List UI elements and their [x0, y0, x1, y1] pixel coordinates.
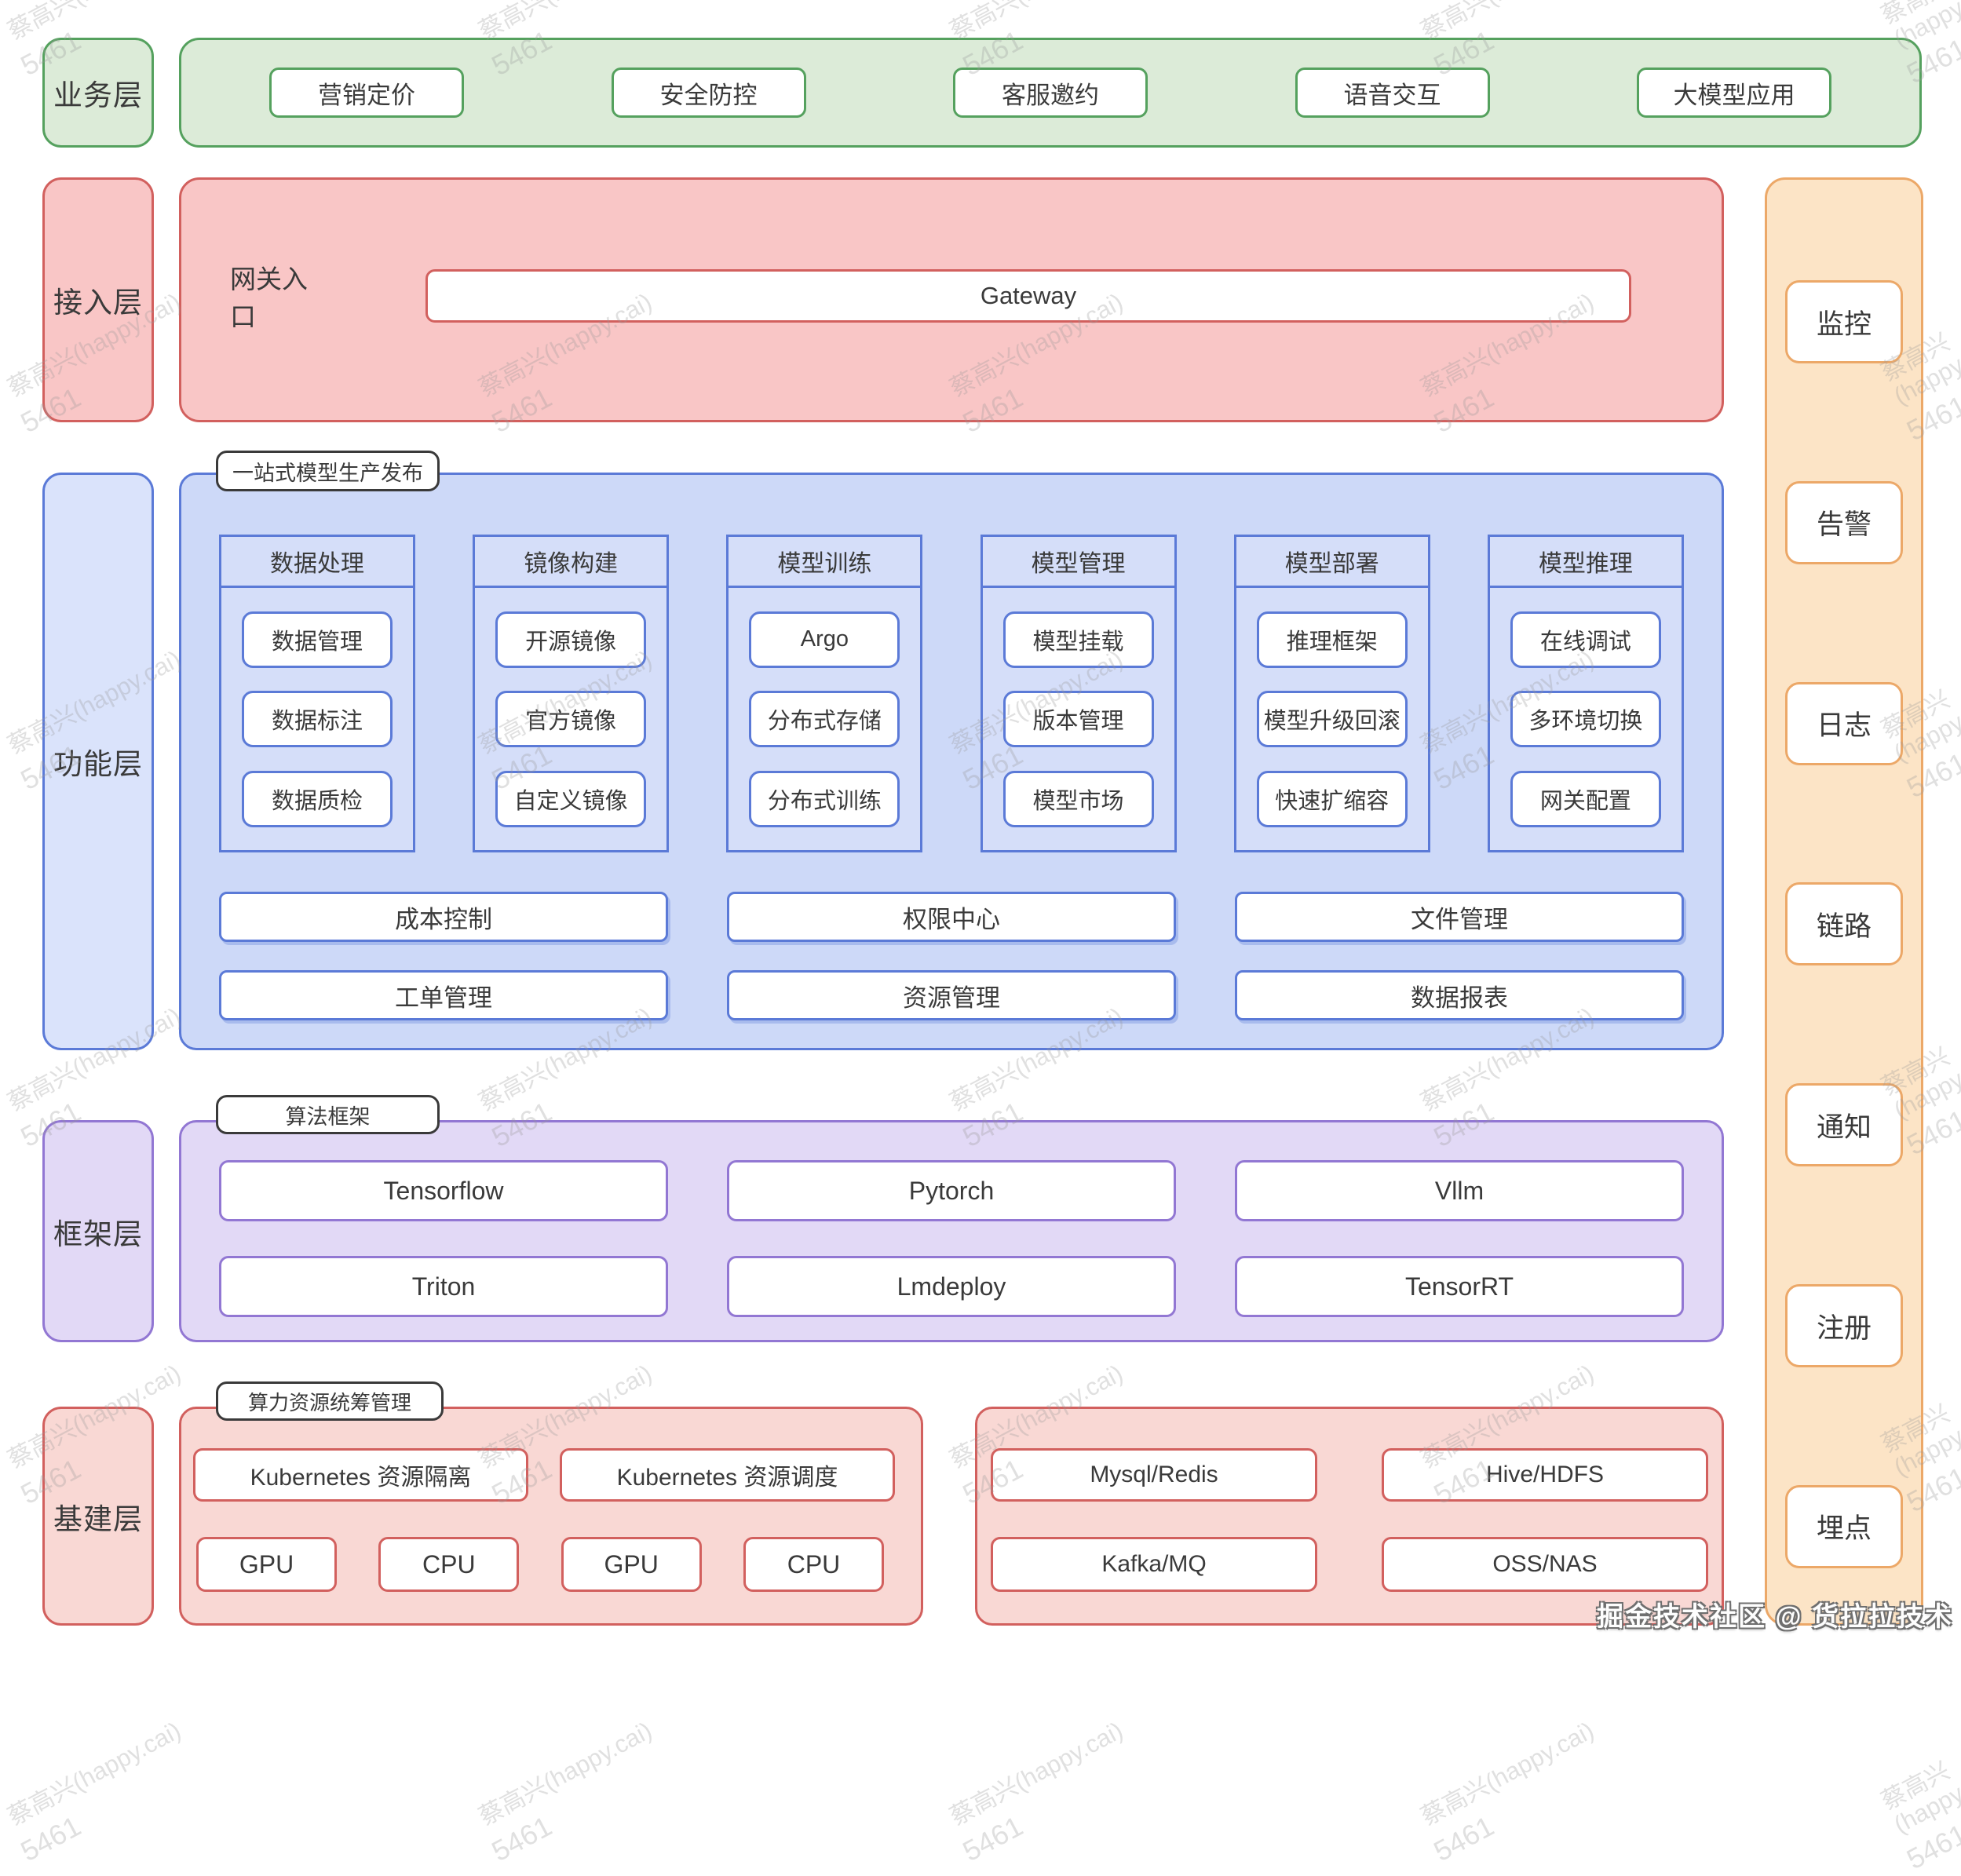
function-item: 多环境切换: [1510, 691, 1661, 747]
gateway-group-label: 网关入口: [230, 265, 308, 331]
sidebar-item-alerting: 告警: [1785, 480, 1903, 564]
framework-item: Triton: [219, 1256, 668, 1317]
storage-item: OSS/NAS: [1382, 1537, 1708, 1592]
infrastructure-tag: 算力资源统筹管理: [216, 1381, 444, 1421]
function-layer-tag: 一站式模型生产发布: [216, 451, 440, 491]
function-item: 数据管理: [242, 611, 393, 668]
framework-item: Tensorflow: [219, 1160, 668, 1221]
sidebar-item-tracking: 埋点: [1785, 1484, 1903, 1568]
column-model-training: 模型训练 Argo 分布式存储 分布式训练: [726, 535, 923, 852]
function-item: 模型市场: [1002, 770, 1154, 827]
layer-label-function: 功能层: [42, 473, 154, 1050]
column-header: 镜像构建: [475, 537, 667, 588]
function-item: 快速扩缩容: [1256, 770, 1408, 827]
sidebar-item-tracing: 链路: [1785, 882, 1903, 966]
function-wide-item: 文件管理: [1235, 892, 1684, 942]
framework-item: Pytorch: [727, 1160, 1176, 1221]
framework-row: Triton Lmdeploy TensorRT: [219, 1256, 1684, 1317]
k8s-item: Kubernetes 资源隔离: [193, 1448, 528, 1502]
column-header: 模型训练: [729, 537, 921, 588]
function-item: Argo: [749, 611, 900, 668]
gateway-bar: Gateway: [425, 269, 1631, 323]
column-model-inference: 模型推理 在线调试 多环境切换 网关配置: [1487, 535, 1684, 852]
observability-sidebar: 监控 告警 日志 链路 通知 注册 埋点: [1765, 177, 1923, 1626]
column-image-build: 镜像构建 开源镜像 官方镜像 自定义镜像: [473, 535, 670, 852]
business-item: 安全防控: [611, 68, 806, 118]
layer-label-access: 接入层: [42, 177, 154, 422]
storage-item: Kafka/MQ: [991, 1537, 1317, 1592]
function-item: 模型升级回滚: [1256, 691, 1408, 747]
layer-label-infrastructure: 基建层: [42, 1407, 154, 1626]
framework-item: TensorRT: [1235, 1256, 1684, 1317]
framework-row: Tensorflow Pytorch Vllm: [219, 1160, 1684, 1221]
storage-item: Mysql/Redis: [991, 1448, 1317, 1502]
compute-resources-container: [179, 1407, 923, 1626]
function-item: 网关配置: [1510, 770, 1661, 827]
function-item: 官方镜像: [495, 691, 647, 747]
storage-container: [975, 1407, 1724, 1626]
sidebar-item-registry: 注册: [1785, 1284, 1903, 1368]
compute-item: CPU: [378, 1537, 520, 1592]
business-layer-container: 营销定价 安全防控 客服邀约 语音交互 大模型应用: [179, 38, 1922, 148]
column-header: 模型管理: [982, 537, 1174, 588]
function-layer-container: [179, 473, 1724, 1050]
layer-label-framework: 框架层: [42, 1120, 154, 1342]
function-item: 在线调试: [1510, 611, 1661, 668]
layer-label-business: 业务层: [42, 38, 154, 148]
column-model-management: 模型管理 模型挂载 版本管理 模型市场: [980, 535, 1177, 852]
compute-item: GPU: [561, 1537, 702, 1592]
business-item: 客服邀约: [953, 68, 1148, 118]
function-item: 数据标注: [242, 691, 393, 747]
column-model-deployment: 模型部署 推理框架 模型升级回滚 快速扩缩容: [1233, 535, 1430, 852]
framework-item: Lmdeploy: [727, 1256, 1176, 1317]
sidebar-item-monitoring: 监控: [1785, 280, 1903, 363]
column-header: 模型推理: [1489, 537, 1682, 588]
function-item: 分布式存储: [749, 691, 900, 747]
sidebar-item-notification: 通知: [1785, 1083, 1903, 1167]
business-item: 语音交互: [1295, 68, 1490, 118]
function-item: 模型挂载: [1002, 611, 1154, 668]
sidebar-item-logging: 日志: [1785, 681, 1903, 765]
function-item: 开源镜像: [495, 611, 647, 668]
function-wide-row: 工单管理 资源管理 数据报表: [219, 970, 1684, 1020]
function-item: 版本管理: [1002, 691, 1154, 747]
storage-row: Mysql/Redis Hive/HDFS: [991, 1448, 1708, 1502]
footer-credit: 掘金技术社区 @ 货拉拉技术: [1596, 1602, 1953, 1632]
compute-item: CPU: [743, 1537, 884, 1592]
framework-item: Vllm: [1235, 1160, 1684, 1221]
column-data-processing: 数据处理 数据管理 数据标注 数据质检: [219, 535, 415, 852]
compute-row: GPU CPU GPU CPU: [196, 1537, 884, 1592]
column-header: 模型部署: [1236, 537, 1428, 588]
storage-item: Hive/HDFS: [1382, 1448, 1708, 1502]
compute-item: GPU: [196, 1537, 337, 1592]
framework-layer-tag: 算法框架: [216, 1095, 440, 1134]
function-item: 推理框架: [1256, 611, 1408, 668]
function-item: 分布式训练: [749, 770, 900, 827]
function-columns: 数据处理 数据管理 数据标注 数据质检 镜像构建 开源镜像 官方镜像 自定义镜像…: [219, 535, 1684, 852]
function-wide-item: 数据报表: [1235, 970, 1684, 1020]
k8s-row: Kubernetes 资源隔离 Kubernetes 资源调度: [193, 1448, 895, 1502]
function-wide-row: 成本控制 权限中心 文件管理: [219, 892, 1684, 942]
business-item: 大模型应用: [1637, 68, 1831, 118]
storage-row: Kafka/MQ OSS/NAS: [991, 1537, 1708, 1592]
function-wide-item: 成本控制: [219, 892, 668, 942]
function-wide-item: 权限中心: [727, 892, 1176, 942]
function-item: 自定义镜像: [495, 770, 647, 827]
business-item: 营销定价: [269, 68, 464, 118]
function-wide-item: 资源管理: [727, 970, 1176, 1020]
column-header: 数据处理: [221, 537, 413, 588]
function-item: 数据质检: [242, 770, 393, 827]
function-wide-item: 工单管理: [219, 970, 668, 1020]
k8s-item: Kubernetes 资源调度: [560, 1448, 895, 1502]
